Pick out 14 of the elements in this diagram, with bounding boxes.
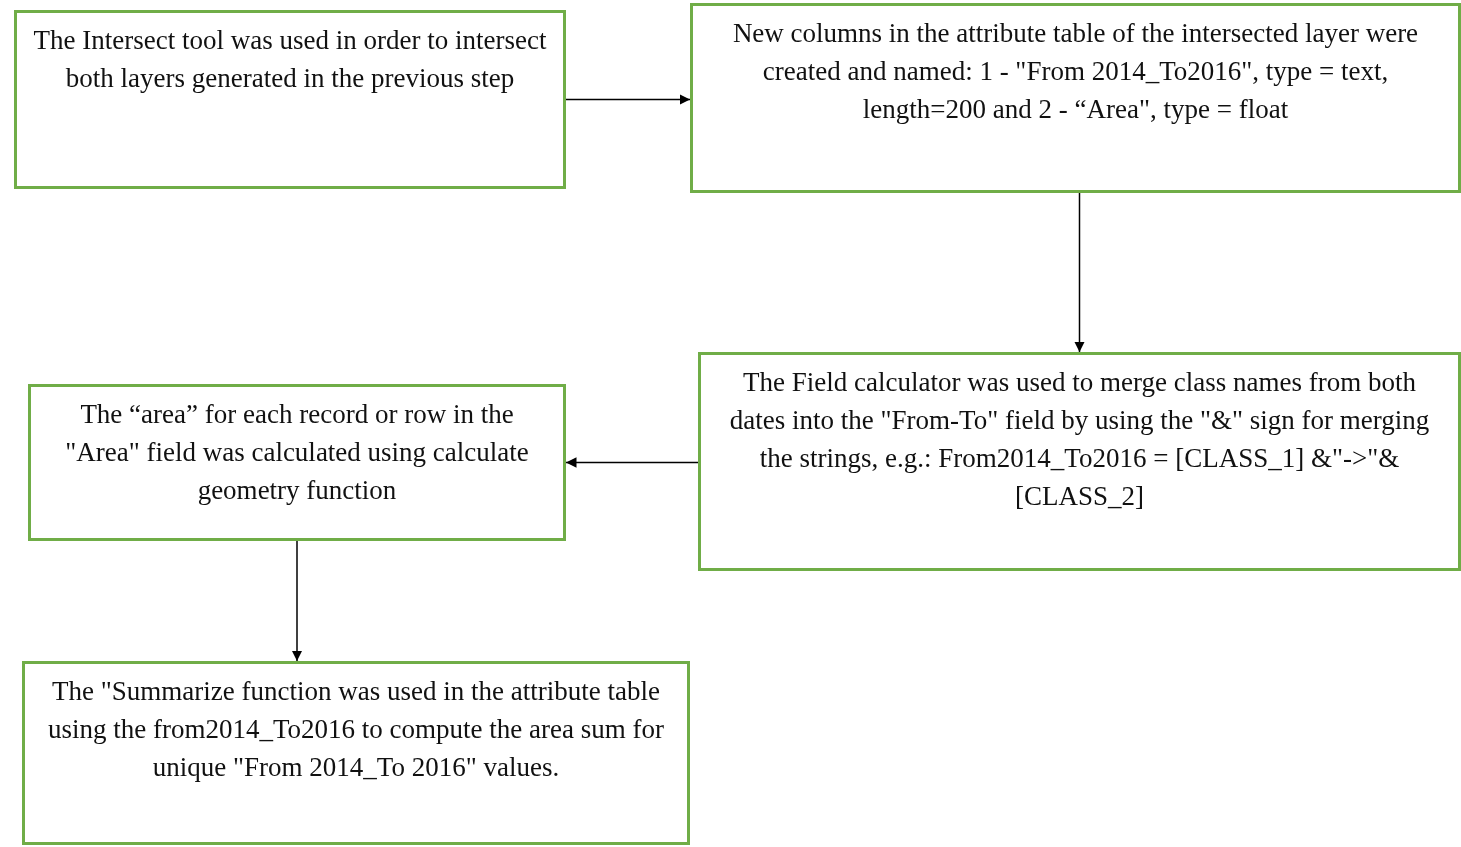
step-text: The "Summarize function was used in the attribute table using the from2014_To2016 to compute the area sum for unique "From 2014_To 2016" values.	[47, 675, 665, 784]
arrow	[1074, 192, 1085, 353]
step-text: New columns in the attribute table of the intersected layer were created and named: 1 - "From 2014_To2016", type = text, length=200 and 2 - “Area", type = float	[731, 17, 1420, 126]
step-text: The “area” for each record or row in the "Area" field was calculated using calculate geometry function	[64, 398, 530, 507]
step-text: The Intersect tool was used in order to intersect both layers generated in the previous step	[32, 24, 548, 95]
arrow	[565, 94, 691, 105]
process-box	[14, 10, 566, 189]
process-box	[698, 352, 1461, 571]
arrow	[291, 540, 303, 662]
process-box	[22, 661, 690, 845]
step-text: The Field calculator was used to merge class names from both dates into the "From-To" field by using the "&" sign for merging the strings, e.g.: From2014_To2016 = [CLASS_1] &"->"& [CLASS_2]	[728, 366, 1431, 513]
process-box	[28, 384, 566, 541]
process-box	[690, 3, 1461, 193]
arrow	[565, 457, 699, 468]
